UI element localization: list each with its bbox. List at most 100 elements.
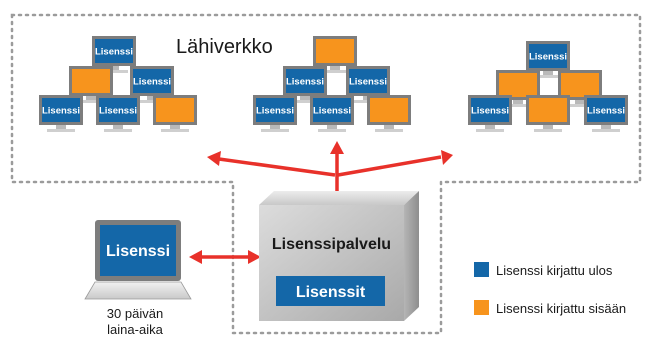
arrowhead-server [248, 250, 261, 264]
monitor-base [566, 104, 594, 107]
monitor-screen-checked-out [587, 98, 625, 122]
workstation-monitor: Lisenssi [92, 36, 136, 73]
monitor-base [100, 70, 128, 73]
monitor-base [291, 100, 319, 103]
monitor-screen-checked-in [72, 69, 110, 93]
monitor-screen-label: Lisenssi [95, 47, 133, 58]
legend-label-checked-in: Lisenssi kirjattu sisään [496, 301, 626, 316]
monitor-screen-label: Lisenssi [99, 106, 137, 117]
arrowhead-laptop [189, 250, 202, 264]
monitor-screen-checked-in [370, 98, 408, 122]
monitor-base [321, 70, 349, 73]
workstation-monitor [496, 70, 540, 107]
workstation-monitor [367, 95, 411, 132]
workstation-monitor: Lisenssi [584, 95, 628, 132]
monitor-base [47, 129, 75, 132]
monitor-screen-checked-out [133, 69, 171, 93]
laptop-base [84, 281, 192, 300]
server-top [259, 191, 419, 205]
arrowhead-right [441, 150, 453, 165]
monitor-stand [513, 100, 523, 104]
monitor-screen-checked-in [156, 98, 194, 122]
monitor-base [77, 100, 105, 103]
server-side [404, 191, 419, 321]
monitor-base [504, 104, 532, 107]
monitor-base [592, 129, 620, 132]
monitor-stand [86, 96, 96, 100]
workstation-monitor [313, 36, 357, 73]
arrow-right [337, 155, 442, 177]
workstation-monitor [526, 95, 570, 132]
monitor-stand [147, 96, 157, 100]
monitor-screen-checked-out [471, 98, 509, 122]
network-label: Lähiverkko [176, 36, 273, 58]
monitor-screen-checked-out [256, 98, 294, 122]
workstation-monitor [153, 95, 197, 132]
laptop-screen-label: Lisenssi [106, 243, 170, 260]
monitor-screen-checked-out [42, 98, 80, 122]
monitor-stand [601, 125, 611, 129]
workstation-monitor: Lisenssi [283, 66, 327, 103]
monitor-stand [485, 125, 495, 129]
server-badge-label: Lisenssit [296, 284, 366, 301]
monitor-screen-checked-in [499, 73, 537, 97]
arrowhead-left [207, 151, 221, 166]
laptop-caption-line1: 30 päivän [107, 306, 163, 321]
monitor-screen-checked-out [529, 44, 567, 68]
server-title: Lisenssipalvelu [272, 236, 391, 253]
monitor-stand [575, 100, 585, 104]
monitor-screen-checked-in [316, 39, 354, 63]
monitor-screen-checked-out [286, 69, 324, 93]
monitor-screen-checked-out [313, 98, 351, 122]
monitor-screen-label: Lisenssi [313, 106, 351, 117]
monitor-stand [384, 125, 394, 129]
monitor-base [138, 100, 166, 103]
workstation-monitor: Lisenssi [310, 95, 354, 132]
monitor-stand [543, 71, 553, 75]
workstation-monitor: Lisenssi [39, 95, 83, 132]
monitor-screen-label: Lisenssi [471, 106, 509, 117]
monitor-stand [109, 66, 119, 70]
arrow-left [218, 157, 336, 177]
laptop: Lisenssi 30 päivän laina-aika [84, 220, 192, 337]
workstation-monitor: Lisenssi [130, 66, 174, 103]
monitor-screen-checked-out [99, 98, 137, 122]
monitor-stand [56, 125, 66, 129]
monitor-screen-label: Lisenssi [529, 52, 567, 63]
monitor-screen-label: Lisenssi [256, 106, 294, 117]
workstation-monitor: Lisenssi [253, 95, 297, 132]
monitor-screen-label: Lisenssi [133, 77, 171, 88]
monitor-base [104, 129, 132, 132]
monitor-screen-checked-in [529, 98, 567, 122]
legend-swatch-checked-in [474, 300, 489, 315]
monitor-screen-label: Lisenssi [349, 77, 387, 88]
monitor-screen-label: Lisenssi [42, 106, 80, 117]
monitor-screen-label: Lisenssi [587, 106, 625, 117]
legend: Lisenssi kirjattu ulos Lisenssi kirjattu… [474, 262, 626, 316]
monitor-stand [330, 66, 340, 70]
network-boundary [10, 13, 642, 335]
workstation-monitor: Lisenssi [468, 95, 512, 132]
monitor-base [534, 129, 562, 132]
workstation-monitor [69, 66, 113, 103]
workstation-monitor: Lisenssi [526, 41, 570, 78]
monitor-stand [270, 125, 280, 129]
license-server: Lisenssipalvelu Lisenssit [259, 191, 419, 321]
monitor-base [534, 75, 562, 78]
laptop-caption-line2: laina-aika [107, 322, 163, 337]
workstation-monitor: Lisenssi [96, 95, 140, 132]
monitor-stand [327, 125, 337, 129]
monitor-screen-checked-out [349, 69, 387, 93]
monitor-stand [113, 125, 123, 129]
server-badge-bg [276, 276, 385, 306]
monitor-stand [543, 125, 553, 129]
arrows [189, 141, 453, 264]
monitor-base [476, 129, 504, 132]
monitor-screen-checked-in [561, 73, 599, 97]
monitor-base [318, 129, 346, 132]
monitor-screen-label: Lisenssi [286, 77, 324, 88]
monitor-stand [300, 96, 310, 100]
legend-label-checked-out: Lisenssi kirjattu ulos [496, 263, 613, 278]
legend-swatch-checked-out [474, 262, 489, 277]
